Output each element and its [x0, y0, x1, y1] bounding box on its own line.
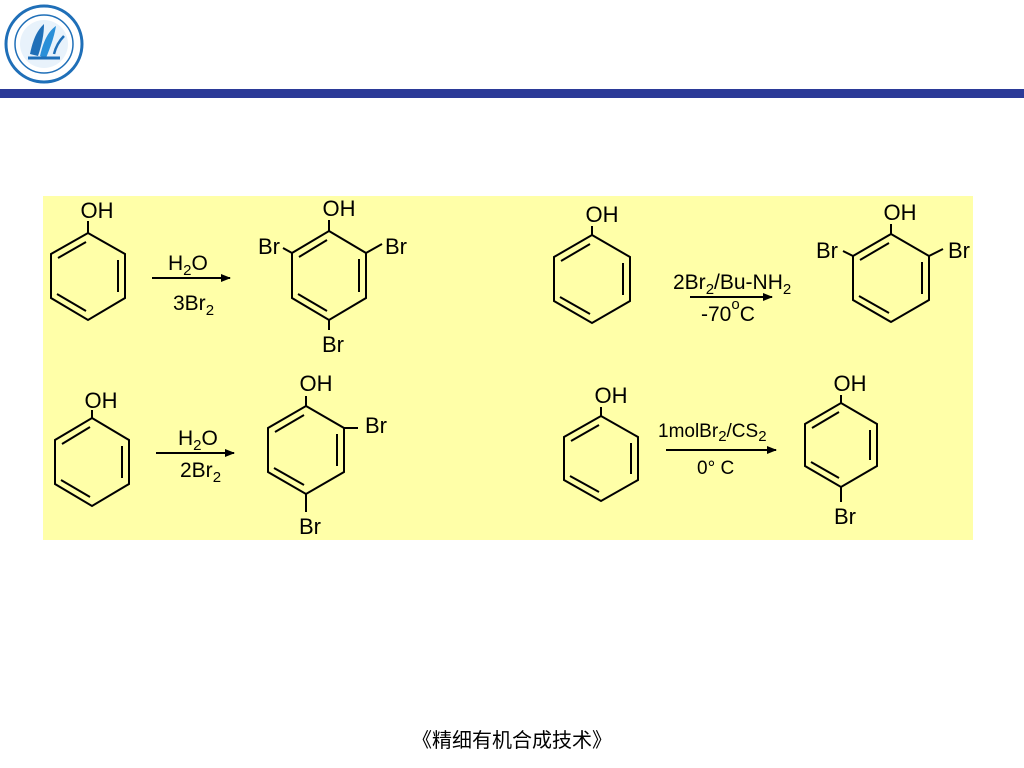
- oh-label: OH: [586, 202, 619, 227]
- condition-reagent: 1molBr2/CS2: [658, 421, 767, 445]
- phenol-reactant-2: OH: [553, 202, 631, 325]
- condition-reagent: 3Br2: [173, 292, 214, 319]
- br-label: Br: [816, 238, 838, 263]
- footer-course-title: 《精细有机合成技术》: [412, 728, 612, 752]
- condition-temperature: -70oC: [701, 296, 755, 326]
- br-label: Br: [834, 504, 856, 529]
- reaction-tribromination: OH H2O 3Br2 OH Br Br Br: [50, 196, 407, 357]
- reaction-panel: [43, 196, 973, 540]
- header-divider-bar: [0, 89, 1024, 98]
- phenol-reactant-3: OH: [54, 388, 130, 508]
- oh-label: OH: [85, 388, 118, 413]
- dibromophenol-24-product: OH Br Br: [267, 371, 387, 539]
- reaction-ortho-dibromination: OH 2Br2/Bu-NH2 -70oC OH Br Br: [553, 200, 970, 326]
- oh-label: OH: [81, 198, 114, 223]
- reaction-dibromination: OH H2O 2Br2 OH Br Br: [54, 371, 387, 539]
- br-label: Br: [299, 514, 321, 539]
- dibromophenol-26-product: OH Br Br: [816, 200, 970, 324]
- br-label: Br: [365, 413, 387, 438]
- br-label: Br: [322, 332, 344, 357]
- phenol-reactant-1: OH: [50, 198, 126, 322]
- condition-temperature: 0° C: [697, 458, 734, 479]
- reaction-para-monobromination: OH 1molBr2/CS2 0° C OH Br: [563, 371, 878, 529]
- tribromophenol-product: OH Br Br Br: [258, 196, 407, 357]
- phenol-reactant-4: OH: [563, 383, 639, 503]
- br-label: Br: [258, 234, 280, 259]
- oh-label: OH: [834, 371, 867, 396]
- school-emblem-icon: [4, 4, 84, 84]
- oh-label: OH: [595, 383, 628, 408]
- oh-label: OH: [300, 371, 333, 396]
- condition-reagent: 2Br2/Bu-NH2: [673, 271, 791, 298]
- br-label: Br: [385, 234, 407, 259]
- bromophenol-4-product: OH Br: [804, 371, 878, 529]
- condition-solvent: H2O: [168, 252, 208, 279]
- oh-label: OH: [884, 200, 917, 225]
- condition-reagent: 2Br2: [180, 459, 221, 486]
- br-label: Br: [948, 238, 970, 263]
- condition-solvent: H2O: [178, 427, 218, 454]
- oh-label: OH: [323, 196, 356, 221]
